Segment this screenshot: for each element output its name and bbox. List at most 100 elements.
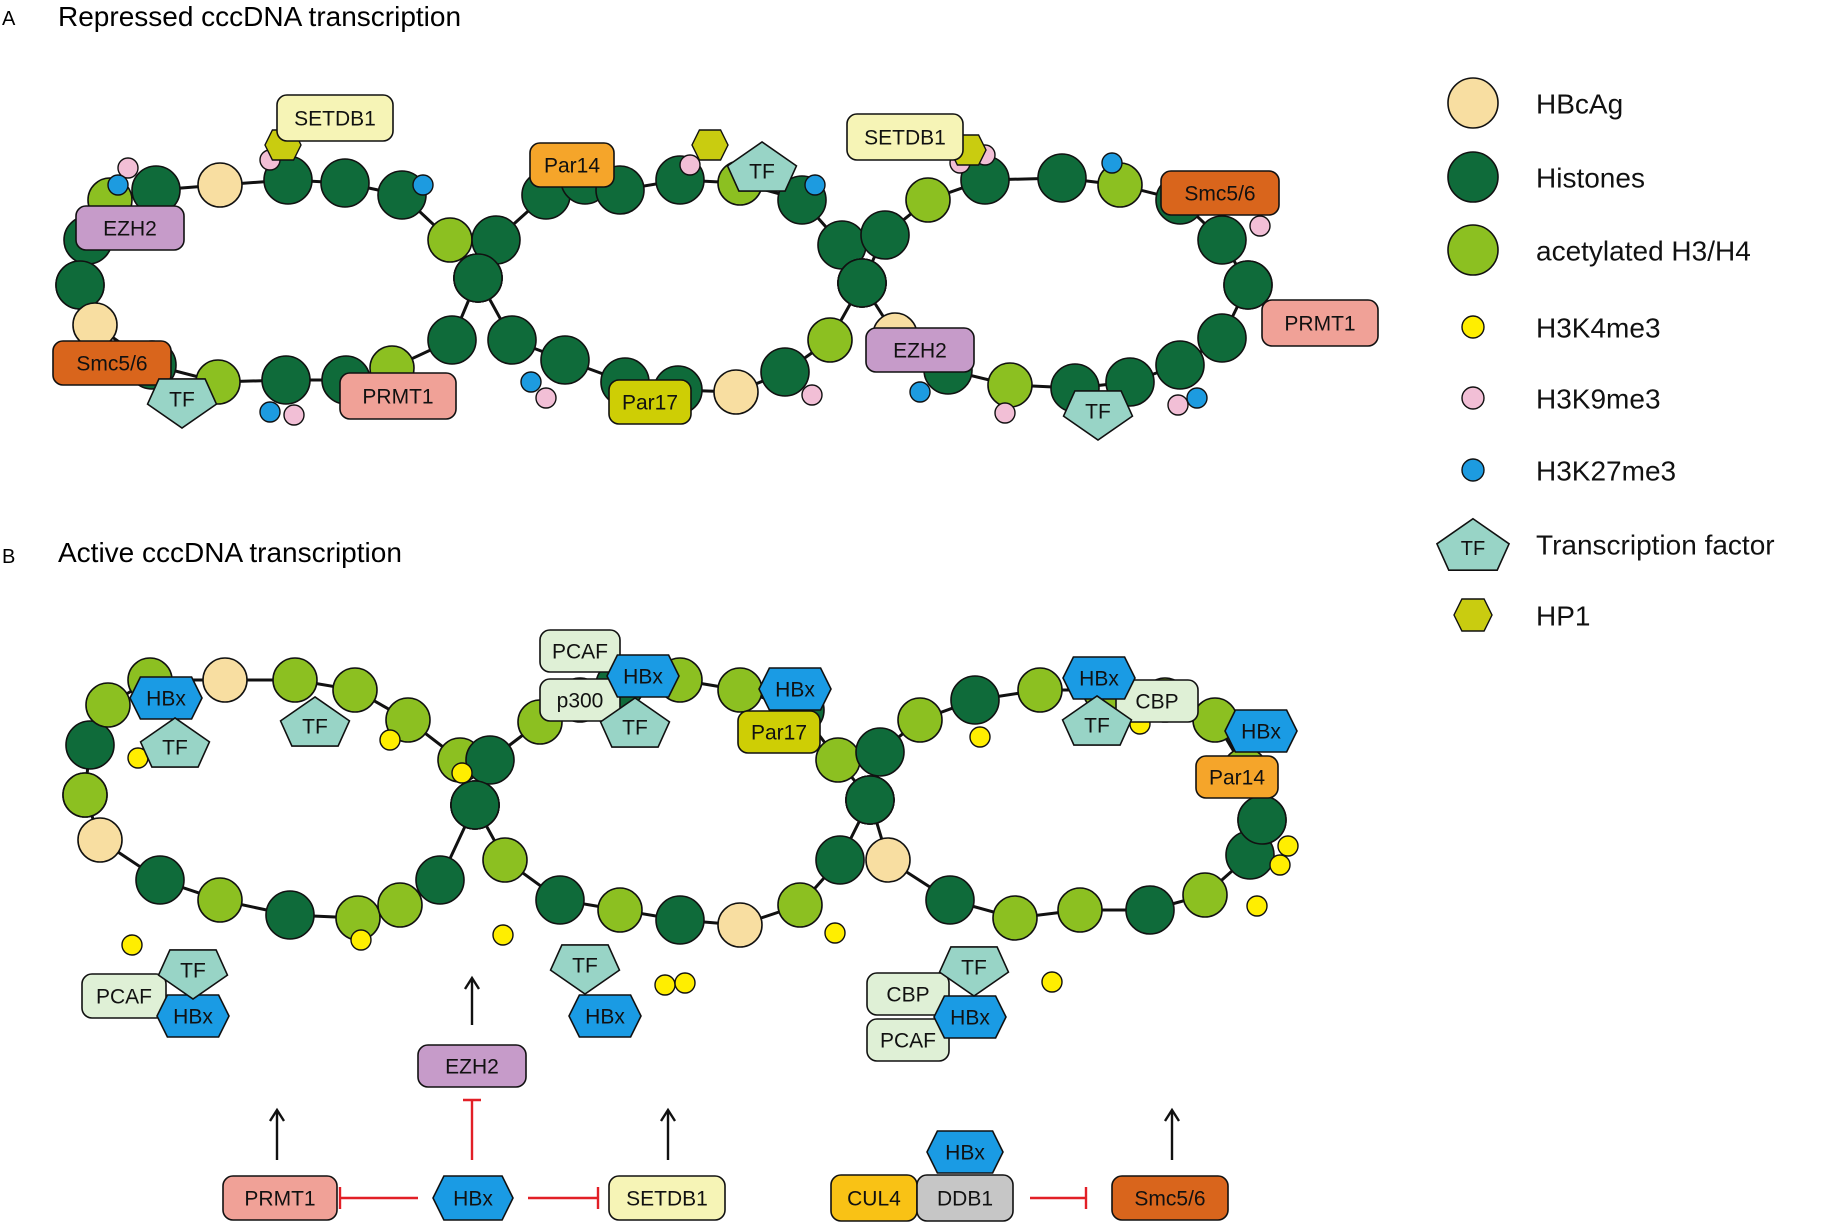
prmt1-protein-label: PRMT1 [244, 1188, 315, 1211]
legend-swatch [1447, 224, 1499, 276]
legend-label: Histones [1536, 163, 1645, 194]
smc56-protein: Smc5/6 [52, 340, 172, 386]
legend-label: HBcAg [1536, 89, 1623, 120]
cbp-protein-box [866, 972, 950, 1016]
tf-label: TF [572, 955, 598, 978]
hbcag-particle [202, 657, 248, 703]
acetylated-histone [272, 657, 318, 703]
tf-pentagon [1061, 694, 1133, 746]
ezh2-protein-box [417, 1044, 527, 1088]
legend-item-h3k4me3: H3K4me3 [1461, 313, 1661, 344]
histone-nucleosome [55, 260, 105, 310]
tf-protein: TF [938, 946, 1010, 998]
hbx-protein: HBx [156, 994, 230, 1038]
h3k27me3-mark [804, 174, 826, 196]
hbx-label: HBx [453, 1188, 493, 1211]
h3k4me3-mark [121, 934, 143, 956]
legend-item-acetyl: acetylated H3/H4 [1447, 224, 1751, 276]
tf-pentagon [146, 378, 218, 430]
tf-protein: TF [1062, 390, 1134, 442]
par17-protein-box [737, 710, 821, 754]
hp1-protein [691, 129, 729, 161]
histone-nucleosome [535, 875, 585, 925]
histone-nucleosome [453, 253, 503, 303]
tf-label: TF [961, 957, 987, 980]
hbx-hexagon [1062, 656, 1136, 700]
histone-nucleosome [265, 890, 315, 940]
legend-swatch [1435, 517, 1511, 572]
pcaf-protein-label: PCAF [96, 986, 152, 1009]
tf-protein: TF [599, 696, 671, 748]
par17-protein: Par17 [737, 710, 821, 754]
tf-label: TF [162, 737, 188, 760]
hbx-protein: HBx [1224, 709, 1298, 753]
pcaf-protein-box [539, 629, 621, 673]
acetylated-histone [332, 667, 378, 713]
prmt1-protein-label: PRMT1 [1284, 313, 1355, 336]
smc56-protein-label: Smc5/6 [1134, 1188, 1205, 1211]
inhibition-arrow [1030, 1187, 1088, 1209]
h3k9me3-mark [535, 387, 557, 409]
par14-protein-label: Par14 [1209, 767, 1265, 790]
histone-nucleosome [415, 855, 465, 905]
acetylated-histone [62, 772, 108, 818]
prmt1-protein: PRMT1 [339, 372, 457, 420]
histone-nucleosome [540, 335, 590, 385]
legend-label: Transcription factor [1536, 530, 1775, 561]
tf-pentagon [157, 949, 229, 1001]
ddb1-protein: DDB1 [916, 1174, 1014, 1222]
pcaf-protein: PCAF [866, 1018, 950, 1062]
hbx-hexagon [156, 994, 230, 1038]
acetylated-histone [905, 177, 951, 223]
h3k27me3-mark [259, 401, 281, 423]
p300-protein-label: p300 [557, 690, 604, 713]
smc56-protein-box [52, 340, 172, 386]
par17-protein-box [608, 379, 692, 425]
cul4-protein: CUL4 [830, 1174, 918, 1222]
histone-nucleosome [1197, 215, 1247, 265]
par14-protein-box [529, 142, 615, 188]
h3k4me3-mark [654, 974, 676, 996]
histone-nucleosome [487, 315, 537, 365]
acetylated-histone [992, 895, 1038, 941]
h3k4me3-mark [1041, 971, 1063, 993]
setdb1-protein-label: SETDB1 [864, 127, 946, 150]
hbx-protein: HBx [606, 654, 680, 698]
p300-protein: p300 [539, 678, 621, 722]
par14-protein-box [1195, 755, 1279, 799]
acetylated-histone [85, 682, 131, 728]
hbx-protein: HBx [129, 676, 203, 720]
hbx-protein: HBx [432, 1175, 514, 1221]
panel-b-title: Active cccDNA transcription [58, 537, 402, 568]
hbx-hexagon [933, 995, 1007, 1039]
tf-label: TF [1084, 715, 1110, 738]
prmt1-protein: PRMT1 [222, 1175, 338, 1221]
acetylated-histone [197, 877, 243, 923]
acetylated-histone [482, 837, 528, 883]
setdb1-protein-label: SETDB1 [626, 1188, 708, 1211]
smc56-protein-label: Smc5/6 [76, 353, 147, 376]
par17-protein-label: Par17 [622, 392, 678, 415]
h3k4me3-mark [1277, 835, 1299, 857]
par14-protein-label: Par14 [544, 155, 600, 178]
tf-label: TF [622, 717, 648, 740]
legend-swatch [1461, 458, 1485, 482]
setdb1-protein-box [608, 1175, 726, 1221]
smc56-protein: Smc5/6 [1160, 170, 1280, 216]
tf-protein: TF [549, 944, 621, 996]
dna-strand [476, 178, 864, 284]
hbx-label: HBx [775, 679, 815, 702]
pcaf-protein: PCAF [81, 973, 167, 1019]
h3k27me3-mark [1101, 152, 1123, 174]
tf-pentagon [279, 695, 351, 747]
setdb1-protein-box [276, 94, 394, 142]
tf-label: TF [749, 161, 775, 184]
ezh2-protein: EZH2 [865, 327, 975, 373]
legend-label: H3K27me3 [1536, 456, 1676, 487]
hbcag-particle [713, 369, 759, 415]
acetylated-histone [777, 882, 823, 928]
hbcag-particle [865, 837, 911, 883]
tf-protein: TF [157, 949, 229, 1001]
pcaf-protein-label: PCAF [552, 641, 608, 664]
